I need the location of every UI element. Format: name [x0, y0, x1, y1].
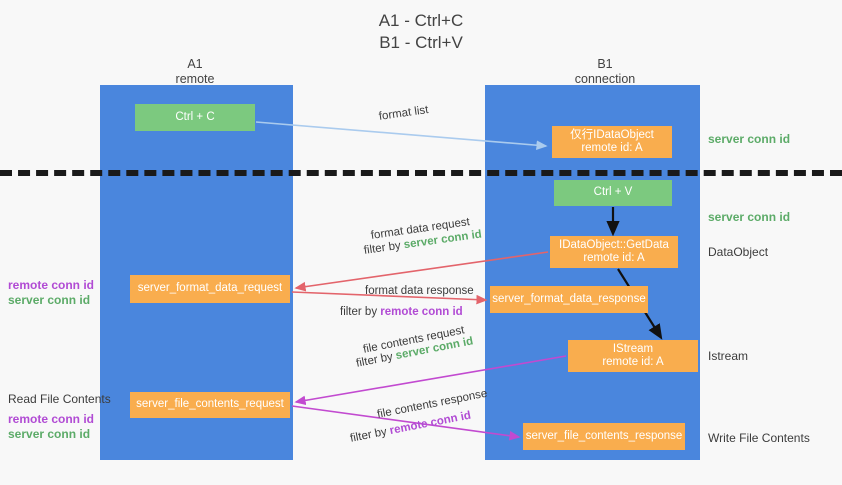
- node-server-file-contents-request-label: server_file_contents_request: [136, 398, 284, 411]
- node-istream[interactable]: IStream remote id: A: [568, 340, 698, 372]
- node-idataobject[interactable]: 仅行IDataObject remote id: A: [552, 126, 672, 158]
- node-server-format-data-response-label: server_format_data_response: [492, 292, 646, 305]
- node-ctrl-c[interactable]: Ctrl + C: [135, 104, 255, 131]
- column-header-b1-name: B1: [597, 57, 613, 71]
- edge-label-format-data-response-filter: filter by remote conn id: [340, 305, 463, 320]
- annotation-conn-ids-lower: remote conn id server conn id: [8, 412, 118, 442]
- filter-prefix: filter by: [355, 350, 398, 370]
- edge-label-format-data-response: format data response: [365, 285, 474, 297]
- annotation-dataobject: DataObject: [708, 245, 769, 259]
- column-header-b1-sub: connection: [574, 72, 636, 86]
- column-header-a1-sub: remote: [175, 72, 215, 86]
- node-istream-label: IStream: [612, 342, 654, 355]
- annotation-write-file-contents: Write File Contents: [708, 431, 810, 445]
- node-idataobject-getdata[interactable]: IDataObject::GetData remote id: A: [550, 236, 678, 268]
- annotation-remote-conn-id-lower: remote conn id: [8, 412, 95, 426]
- node-ctrl-v-label: Ctrl + V: [593, 186, 633, 199]
- column-header-b1: B1 connection: [530, 57, 680, 87]
- title-line-2: B1 - Ctrl+V: [379, 33, 463, 52]
- annotation-remote-conn-id-upper: remote conn id: [8, 278, 95, 292]
- page-title: A1 - Ctrl+C B1 - Ctrl+V: [0, 10, 842, 54]
- node-server-file-contents-response[interactable]: server_file_contents_response: [523, 423, 685, 450]
- node-idataobject-remote-id: remote id: A: [581, 142, 643, 154]
- node-server-file-contents-request[interactable]: server_file_contents_request: [130, 392, 290, 418]
- annotation-istream: Istream: [708, 349, 749, 363]
- node-server-file-contents-response-label: server_file_contents_response: [525, 429, 683, 442]
- annotation-conn-ids-upper: remote conn id server conn id: [8, 278, 118, 308]
- node-getdata-remote-id: remote id: A: [583, 252, 645, 264]
- annotation-server-conn-id-mid: server conn id: [708, 210, 791, 224]
- filter-prefix: filter by: [340, 306, 381, 318]
- node-istream-remote-id: remote id: A: [602, 356, 664, 368]
- edge-label-format-list: format list: [378, 104, 430, 123]
- node-ctrl-c-label: Ctrl + C: [175, 110, 215, 123]
- node-server-format-data-request[interactable]: server_format_data_request: [130, 275, 290, 303]
- node-idataobject-label: 仅行IDataObject: [570, 128, 654, 141]
- node-server-format-data-response[interactable]: server_format_data_response: [490, 286, 648, 313]
- filter-prefix: filter by: [363, 239, 405, 257]
- column-header-a1: A1 remote: [120, 57, 270, 87]
- column-header-a1-name: A1: [187, 57, 203, 71]
- annotation-server-conn-id-upper: server conn id: [8, 293, 91, 307]
- annotation-server-conn-id-top: server conn id: [708, 132, 791, 146]
- annotation-server-conn-id-lower: server conn id: [8, 427, 91, 441]
- phase-divider: [0, 170, 842, 176]
- title-line-1: A1 - Ctrl+C: [378, 11, 464, 30]
- node-getdata-label: IDataObject::GetData: [559, 238, 669, 251]
- filter-prefix: filter by: [349, 425, 392, 445]
- annotation-read-file-contents: Read File Contents: [8, 392, 111, 406]
- node-server-format-data-request-label: server_format_data_request: [137, 282, 283, 295]
- filter-value-remote-conn-id: remote conn id: [380, 306, 463, 318]
- node-ctrl-v[interactable]: Ctrl + V: [554, 180, 672, 206]
